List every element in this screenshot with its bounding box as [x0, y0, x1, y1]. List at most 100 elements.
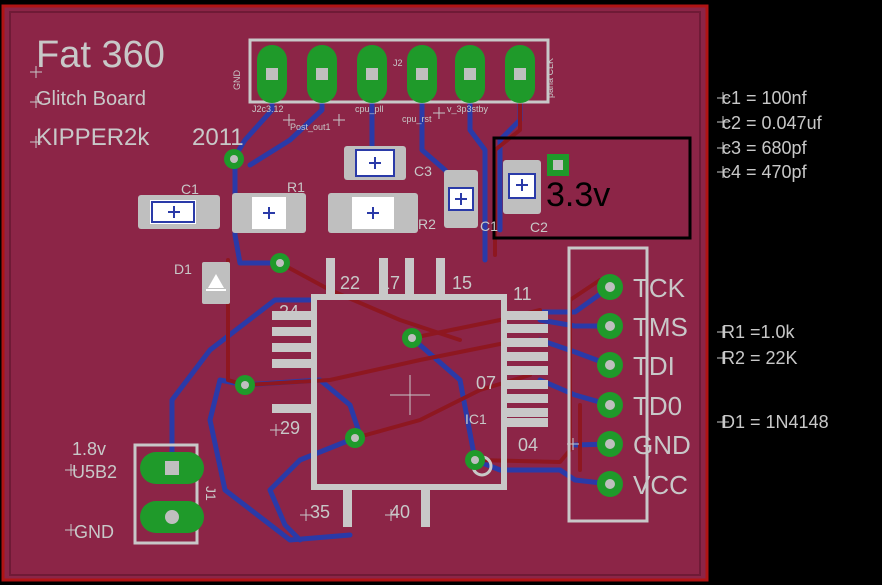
ic1-pin-number-40: 40 [390, 502, 410, 522]
ic1-pin-bottom-2 [421, 487, 430, 527]
ic1-pin-number-11: 11 [513, 284, 532, 304]
ic1-pin-top-4 [436, 258, 445, 297]
ic1-pin-left-3 [272, 343, 314, 352]
header-pin-label-2: J2c3.12 [252, 104, 284, 114]
ic1-pin-right-4 [504, 352, 548, 361]
power-pad-1-drill [165, 461, 179, 475]
ic1-pin-top-1 [326, 258, 335, 297]
jtag-drill-3 [605, 360, 615, 370]
ic1-pin-number-22: 22 [340, 273, 360, 293]
ic1-pin-number-04: 04 [518, 435, 538, 455]
bom-diode: D1 = 1N4148 [722, 412, 829, 432]
regulator-label: 3.3v [546, 176, 610, 214]
label-j1: J1 [203, 486, 219, 501]
ic1-pin-number-15: 15 [452, 273, 472, 293]
jtag-label-tms: TMS [633, 312, 688, 342]
ic1-pin-number-35: 35 [310, 502, 330, 522]
header-j2-drill-6 [514, 68, 526, 80]
label-ic1: IC1 [465, 411, 487, 427]
ic1-pin-top-3 [405, 258, 414, 297]
jtag-drill-4 [605, 400, 615, 410]
diode-d1 [202, 262, 230, 304]
jtag-drill-6 [605, 479, 615, 489]
label-c2: C2 [530, 219, 548, 235]
label-d1: D1 [174, 261, 192, 277]
header-j2-drill-3 [366, 68, 378, 80]
bom-cap-4: c4 = 470pf [722, 162, 808, 182]
label-r1: R1 [287, 179, 305, 195]
header-pin-label-6: v_3p3stby [447, 104, 489, 114]
smd-components [138, 146, 541, 304]
label-u5b2: U5B2 [72, 462, 117, 482]
ic1-pin-number-17: 17 [380, 273, 400, 293]
header-j2-drill-4 [416, 68, 428, 80]
ic1-pin-right-8 [504, 408, 548, 417]
ic1-pin-bottom-1 [343, 487, 352, 527]
jtag-connector-outline [567, 246, 649, 523]
header-pin-label-7: pana CLK [545, 58, 555, 98]
jtag-label-td0: TD0 [633, 391, 682, 421]
label-c1-top: C1 [181, 181, 199, 197]
bom-cap-2: c2 = 0.047uf [722, 113, 823, 133]
silkscreen-text: Fat 360 Glitch Board KIPPER2k 2011 C1 R1… [36, 34, 548, 542]
ic1-pins [272, 258, 548, 527]
vias [224, 149, 569, 470]
pcb-board-inner-edge [9, 11, 701, 576]
jtag-label-vcc: VCC [633, 470, 688, 500]
bom-res-1: R1 =1.0k [722, 322, 796, 342]
jtag-pads [597, 274, 623, 497]
capacitor-c3 [344, 146, 406, 180]
jtag-label-tdi: TDI [633, 351, 675, 381]
board-author: KIPPER2k [36, 124, 150, 151]
bom-cap-3: c3 = 680pf [722, 138, 808, 158]
header-j2-outline [248, 38, 550, 104]
ic1-pin-number-07: 07 [476, 373, 496, 393]
header-j2-drill-1 [266, 68, 278, 80]
label-c3: C3 [414, 163, 432, 179]
jtag-drill-5 [605, 439, 615, 449]
header-pin-label-5: cpu_rst [402, 114, 432, 124]
header-j2 [248, 38, 550, 104]
jtag-label-gnd: GND [633, 430, 691, 460]
header-pin-label-1: GND [232, 70, 242, 91]
origin-crosses [30, 66, 729, 536]
bom-res-2: R2 = 22K [722, 348, 798, 368]
regulator-box [492, 136, 692, 240]
ic1-pin-left-1 [272, 311, 314, 320]
power-pad-2-drill [165, 510, 179, 524]
board-subtitle: Glitch Board [36, 88, 146, 110]
jtag-label-tck: TCK [633, 273, 686, 303]
ic1-pin-number-24: 24 [279, 302, 299, 322]
header-pin-label-3: Post_out1 [290, 122, 331, 132]
jtag-drill-2 [605, 321, 615, 331]
board-year: 2011 [192, 124, 244, 151]
label-r2: R2 [418, 216, 436, 232]
board-title: Fat 360 [36, 34, 165, 76]
ic1-chip [272, 258, 548, 527]
bom-cap-1: c1 = 100nf [722, 88, 808, 108]
ic1-pin-left-2 [272, 327, 314, 336]
ic1-pin-right-6 [504, 380, 548, 389]
bom-notes: c1 = 100nf c2 = 0.047uf c3 = 680pf c4 = … [722, 88, 829, 432]
jtag-drill-1 [605, 282, 615, 292]
header-j2-drill-2 [316, 68, 328, 80]
ic1-pin-left-5 [272, 404, 314, 413]
power-header [133, 443, 204, 545]
ic1-pin-right-7 [504, 394, 548, 403]
component-crosses [168, 157, 528, 219]
ic1-pin-right-3 [504, 338, 548, 347]
ic1-pin-right-1 [504, 311, 548, 320]
header-pin-label-4: cpu_pll [355, 104, 384, 114]
header-j2-pads [257, 45, 535, 103]
ic1-pin-left-4 [272, 359, 314, 368]
label-gnd-power: GND [74, 522, 114, 542]
ic1-pin-right-5 [504, 366, 548, 375]
ic1-pin-number-29: 29 [280, 418, 300, 438]
header-j2-drill-5 [464, 68, 476, 80]
power-header-outline [133, 443, 199, 545]
ic1-pin-top-2 [379, 258, 388, 297]
ic1-pin-right-2 [504, 324, 548, 333]
